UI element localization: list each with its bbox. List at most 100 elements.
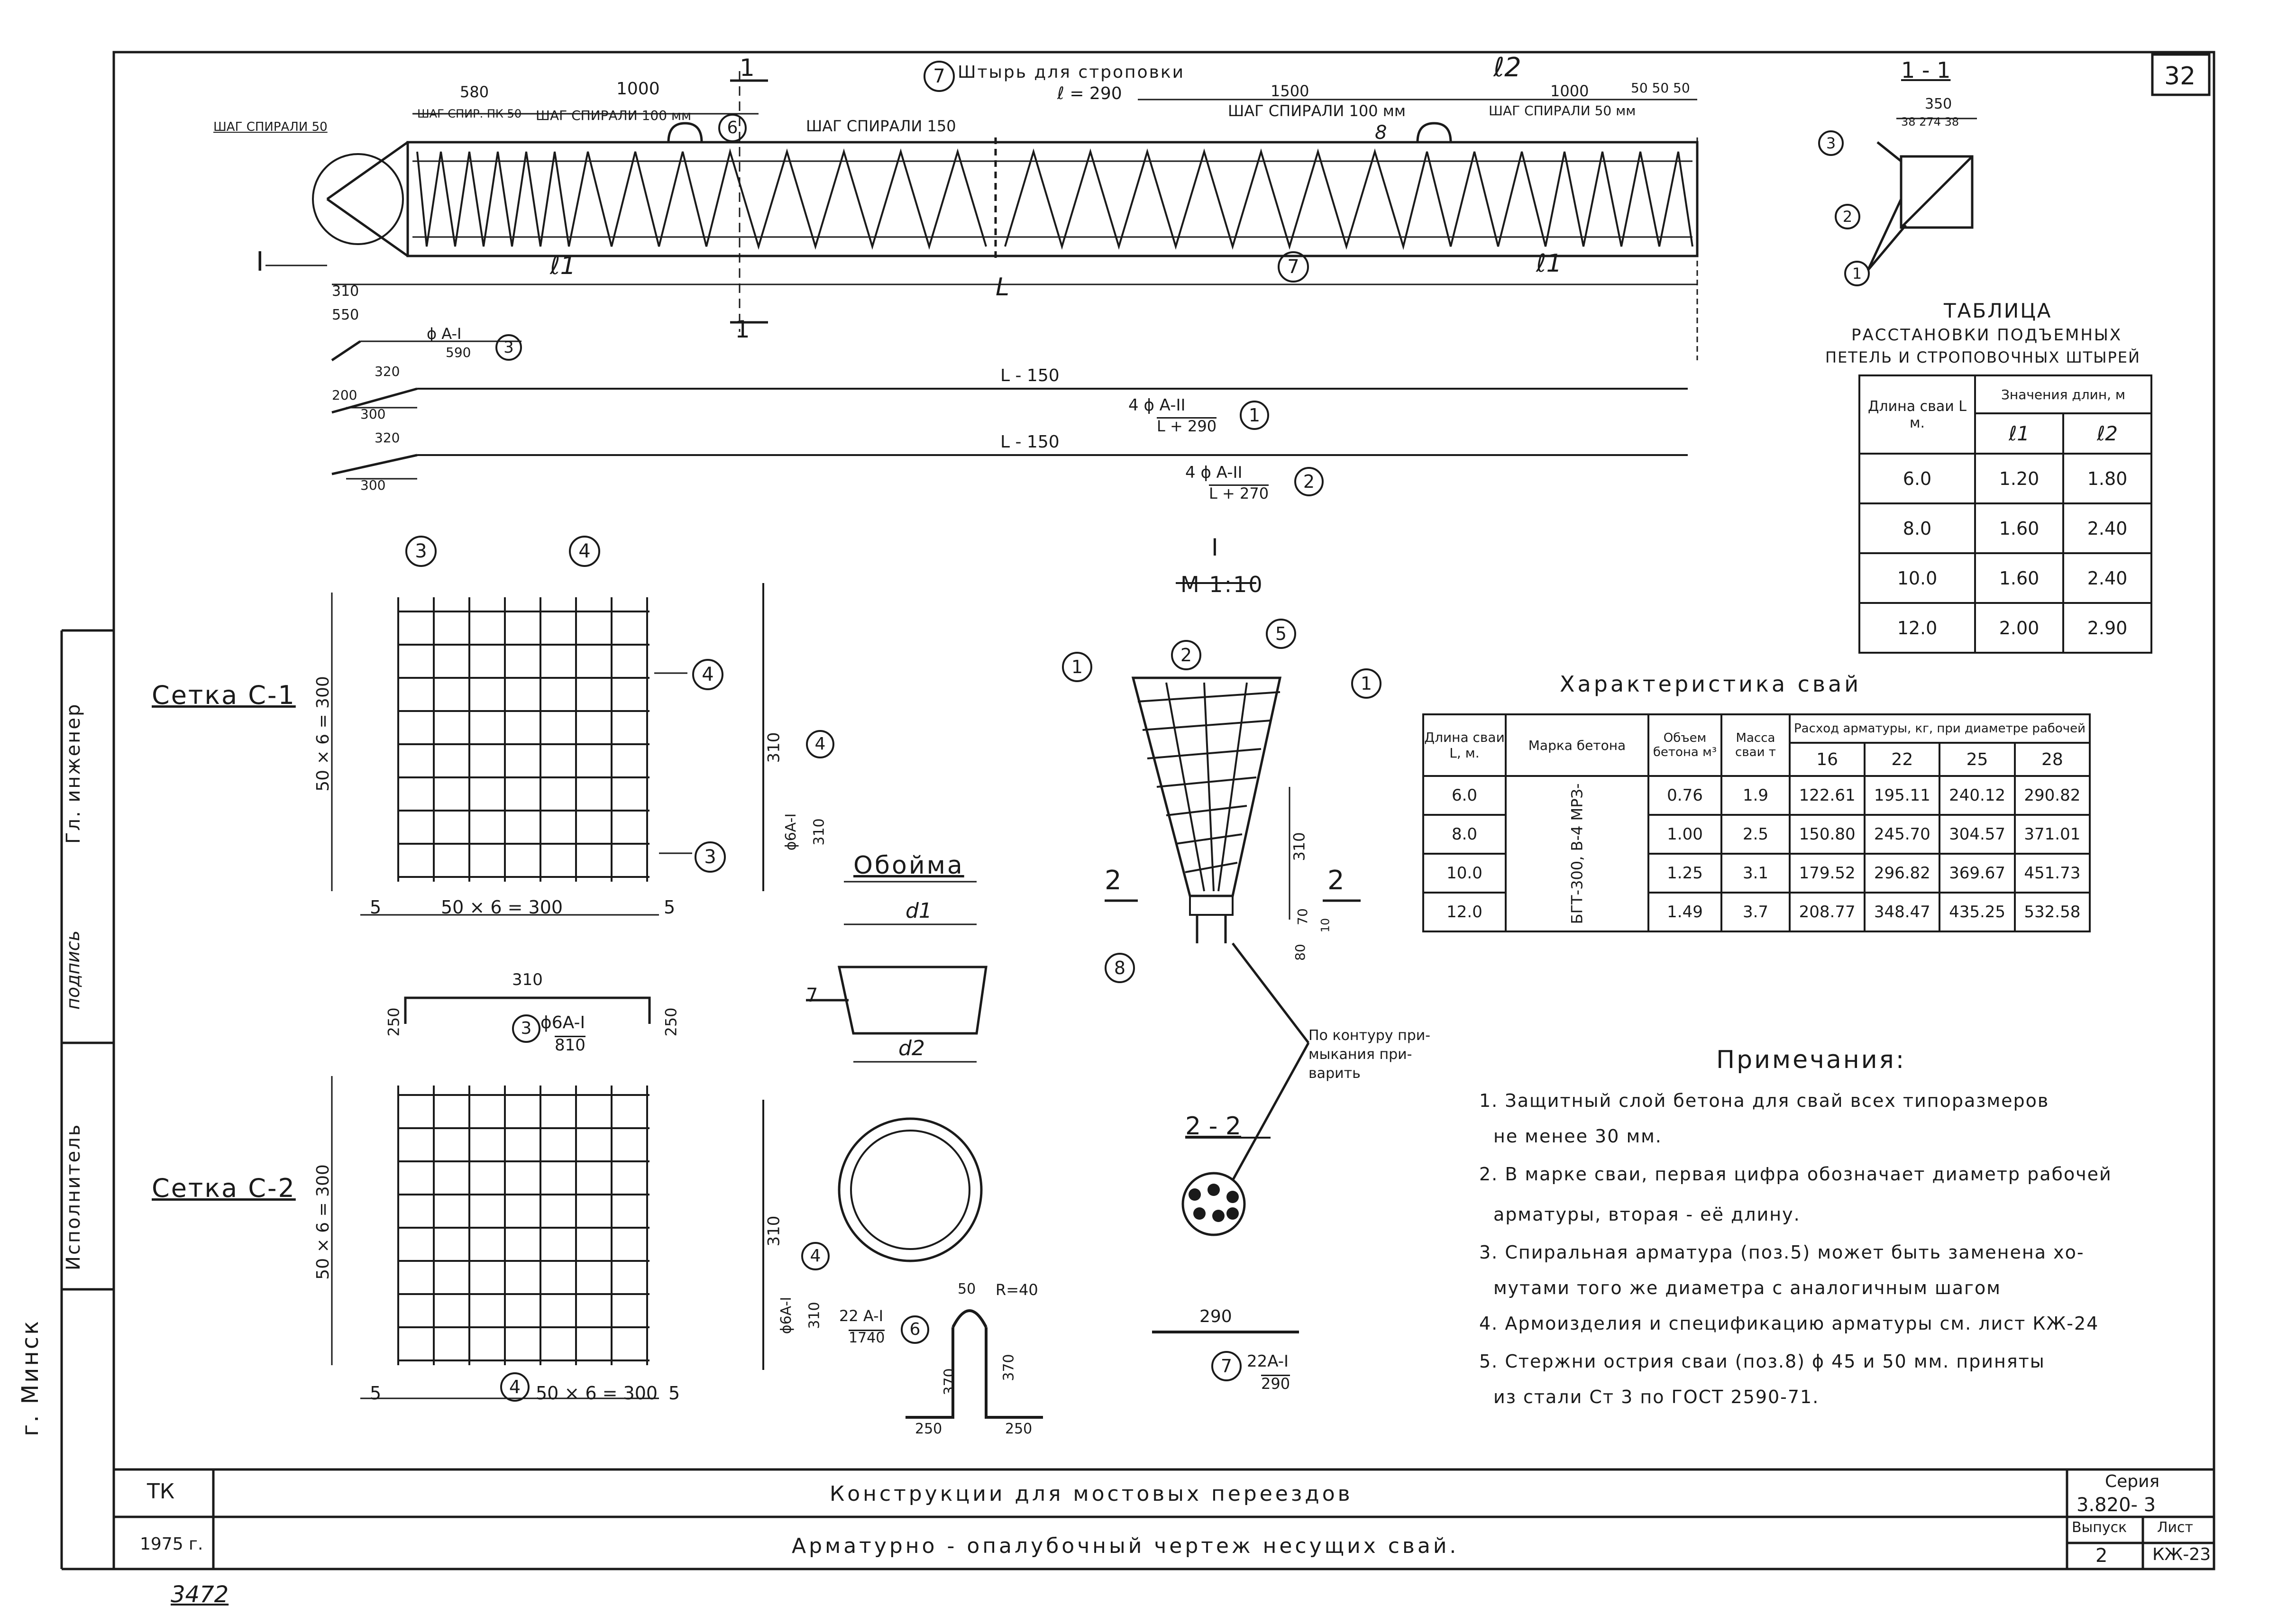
bar7-callout: 7 bbox=[1211, 1351, 1242, 1381]
placement-cell: 1.20 bbox=[1974, 453, 2064, 504]
dim-300b: 300 bbox=[360, 477, 386, 493]
callout-8: 8 bbox=[1375, 122, 1387, 144]
pin-label: Штырь для строповки bbox=[958, 63, 1185, 82]
bar6-dim-250b: 250 bbox=[1005, 1421, 1033, 1437]
char-cell: 2.5 bbox=[1720, 814, 1791, 855]
detail-I-title: I bbox=[1211, 534, 1218, 561]
issue-label: Выпуск bbox=[2072, 1519, 2127, 1536]
dim-l1b: ℓ1 bbox=[1536, 249, 1562, 278]
mesh-c1-callout-3: 3 bbox=[405, 536, 437, 567]
bar6-callout: 6 bbox=[901, 1315, 929, 1344]
char-head-d16: 16 bbox=[1788, 742, 1866, 777]
char-cell: 348.47 bbox=[1864, 892, 1941, 932]
char-cell: 296.82 bbox=[1864, 853, 1941, 894]
char-head-mass: Масса сваи т bbox=[1720, 713, 1791, 777]
section-1-1-title: 1 - 1 bbox=[1901, 57, 1951, 83]
mesh-c2-callout-bar4: 4 bbox=[801, 1242, 830, 1270]
dim-1000a: 1000 bbox=[616, 79, 660, 99]
bar1-length: L + 290 bbox=[1157, 417, 1217, 435]
callout-pin: 7 bbox=[924, 61, 955, 92]
bar6-dim-50: 50 bbox=[958, 1281, 976, 1297]
dim-L: L bbox=[996, 273, 1009, 301]
char-cell: 3.7 bbox=[1720, 892, 1791, 932]
pin-length: ℓ = 290 bbox=[1057, 84, 1122, 103]
step-100a: ШАГ СПИРАЛИ 100 мм bbox=[536, 108, 692, 123]
dim-550: 550 bbox=[332, 307, 359, 323]
bar3-dim-250a: 250 bbox=[384, 1007, 403, 1037]
char-table: Длина сваи L, м. Марка бетона Объем бето… bbox=[1422, 713, 2091, 932]
mesh-c1-dim-v: 50 × 6 = 300 bbox=[313, 676, 333, 792]
dim-L150b: L - 150 bbox=[1000, 432, 1060, 452]
bar6-radius: R=40 bbox=[996, 1281, 1038, 1299]
char-grade-text: БГТ-300, В-4 МРЗ- bbox=[1568, 783, 1586, 924]
bar3-bar: ϕ6A-I bbox=[540, 1013, 585, 1032]
bar6-dim-370a: 370 bbox=[941, 1368, 958, 1396]
mesh-c2-bar4: ϕ6A-I bbox=[778, 1296, 795, 1334]
cut-mark-top: 1 bbox=[740, 54, 755, 82]
series-label: Серия bbox=[2105, 1472, 2160, 1491]
callout-7b: 7 bbox=[1278, 251, 1309, 283]
bar3-callout: 3 bbox=[512, 1014, 540, 1043]
section-1-1-callout-3: 3 bbox=[1818, 130, 1844, 156]
char-cell: 0.76 bbox=[1647, 775, 1722, 816]
mesh-c1-label: Сетка С-1 bbox=[152, 680, 296, 710]
bar6-len: 1740 bbox=[849, 1330, 885, 1346]
char-table-title: Характеристика свай bbox=[1560, 671, 1862, 697]
placement-head-values: Значения длин, м bbox=[1974, 374, 2152, 414]
step-150: ШАГ СПИРАЛИ 150 bbox=[806, 117, 956, 135]
mesh-c1-callout-bar4: 4 bbox=[806, 730, 834, 758]
detail-I-scale: М 1:10 bbox=[1180, 572, 1264, 597]
placement-cell: 2.90 bbox=[2062, 602, 2152, 654]
weld-note-3: варить bbox=[1308, 1065, 1361, 1082]
placement-cell: 2.40 bbox=[2062, 552, 2152, 604]
note-line: 1. Защитный слой бетона для свай всех ти… bbox=[1479, 1090, 2049, 1111]
drawing-title-1: Конструкции для мостовых переездов bbox=[830, 1482, 1353, 1506]
section-1-1-dim-inner: 38 274 38 bbox=[1901, 115, 1959, 128]
char-cell: 10.0 bbox=[1422, 853, 1507, 894]
cut-mark-bottom: 1 bbox=[735, 316, 750, 343]
bar3-dim-250b: 250 bbox=[662, 1007, 680, 1037]
char-cell: 1.9 bbox=[1720, 775, 1791, 816]
note-line: арматуры, вторая - её длину. bbox=[1493, 1204, 1801, 1225]
sheet-value: КЖ-23 bbox=[2152, 1545, 2211, 1564]
dim-1000b: 1000 bbox=[1550, 82, 1589, 100]
placement-cell: 1.60 bbox=[1974, 502, 2064, 554]
issue-value: 2 bbox=[2095, 1545, 2108, 1567]
detail-I-dim-10: 10 bbox=[1318, 918, 1332, 933]
detail-I-callout-1a: 1 bbox=[1062, 652, 1092, 682]
detail-I-callout-2: 2 bbox=[1171, 640, 1201, 670]
char-head-d22: 22 bbox=[1864, 742, 1941, 777]
char-cell: 179.52 bbox=[1788, 853, 1866, 894]
char-head-volume: Объем бетона м³ bbox=[1647, 713, 1722, 777]
bar6-dim-250a: 250 bbox=[915, 1421, 942, 1437]
char-head-grade: Марка бетона bbox=[1505, 713, 1649, 777]
ring-callout-7: 7 bbox=[806, 985, 818, 1006]
step-50b: ШАГ СПИРАЛИ 50 мм bbox=[1489, 103, 1636, 119]
side-signature: подпись bbox=[63, 930, 83, 1010]
mesh-c1-bar4-len: 310 bbox=[811, 818, 828, 846]
note-line: не менее 30 мм. bbox=[1493, 1126, 1662, 1147]
mesh-c1-bar4: ϕ6A-I bbox=[783, 813, 800, 851]
sheet-label: Лист bbox=[2157, 1519, 2194, 1536]
char-head-d28: 28 bbox=[2013, 742, 2091, 777]
series-value: 3.820- 3 bbox=[2076, 1494, 2156, 1516]
mesh-c1-dim-h: 50 × 6 = 300 bbox=[441, 897, 563, 918]
mesh-c1-dim-5a: 5 bbox=[370, 897, 382, 918]
mesh-c2-callout-4: 4 bbox=[500, 1372, 530, 1402]
ring-title: Обойма bbox=[853, 851, 964, 880]
placement-cell: 10.0 bbox=[1858, 552, 1976, 604]
placement-cell: 1.80 bbox=[2062, 453, 2152, 504]
note-line: 4. Армоизделия и спецификацию арматуры с… bbox=[1479, 1313, 2099, 1334]
step-pk: ШАГ СПИР. ПК 50 bbox=[417, 107, 522, 120]
archive-stamp: 3472 bbox=[171, 1581, 229, 1608]
char-cell: 1.25 bbox=[1647, 853, 1722, 894]
mesh-c1-dim-5b: 5 bbox=[664, 897, 676, 918]
title-org: ТК bbox=[147, 1479, 175, 1504]
detail-I-cut-right: 2 bbox=[1327, 865, 1345, 896]
dim-l2: ℓ2 bbox=[1493, 52, 1521, 83]
dim-505050: 50 50 50 bbox=[1631, 80, 1690, 96]
char-cell: 6.0 bbox=[1422, 775, 1507, 816]
placement-cell: 2.00 bbox=[1974, 602, 2064, 654]
bar7-bar: 22A-I bbox=[1247, 1352, 1289, 1371]
